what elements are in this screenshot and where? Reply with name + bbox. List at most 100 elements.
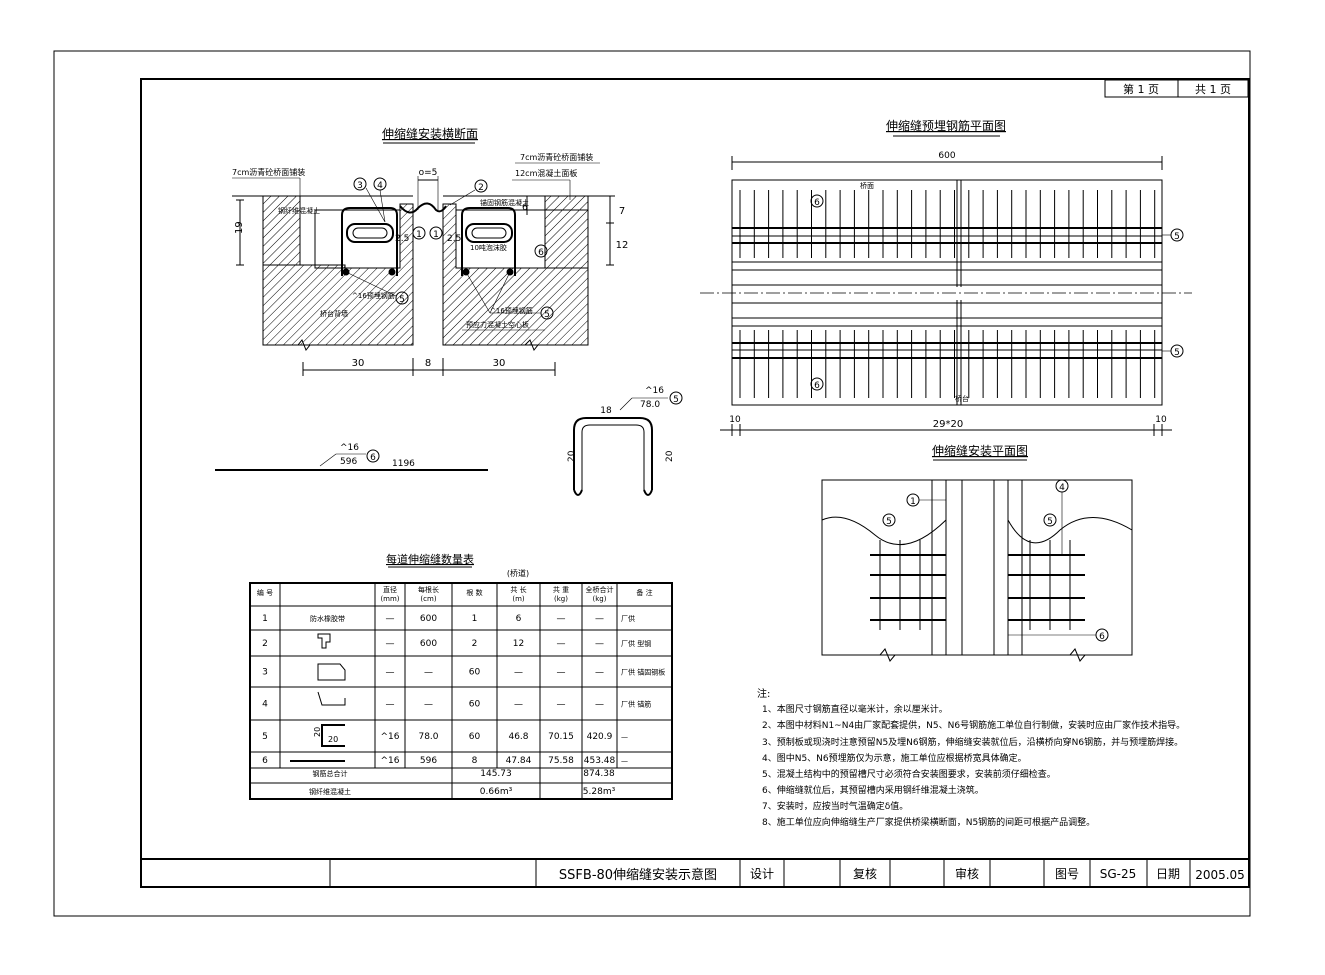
plan-dim-mid: 29*20 bbox=[933, 419, 963, 430]
label-2.5-right: 2.5 bbox=[447, 234, 461, 244]
install-marker-1: 1 bbox=[910, 497, 916, 507]
rebar-u-right: 20 bbox=[665, 450, 675, 462]
row5-dim-v: 20 bbox=[313, 727, 322, 737]
note-7: 7、安装时，应按当时气温确定δ值。 bbox=[762, 800, 908, 812]
table-cell: 3 bbox=[262, 668, 268, 678]
dim-30-left: 30 bbox=[352, 358, 365, 369]
svg-text:3: 3 bbox=[357, 181, 363, 191]
rubber-seal bbox=[399, 202, 447, 214]
plan-marker-5-bottom: 5 bbox=[1174, 348, 1180, 358]
table-cell: 596 bbox=[420, 756, 437, 766]
table-cell: — bbox=[557, 668, 566, 678]
table-cell: — bbox=[386, 639, 395, 649]
table-cell: 60 bbox=[469, 700, 481, 710]
section-view: 伸缩缝安装横断面 19 bbox=[232, 126, 628, 376]
note-8: 8、施工单位应向伸缩缝生产厂家提供桥梁横断面，N5钢筋的间距可根据产品调整。 bbox=[762, 816, 1095, 828]
label-anchor: 锚固钢筋混凝土 bbox=[480, 198, 529, 207]
svg-text:1: 1 bbox=[433, 230, 439, 240]
marker-1-left: 1 bbox=[412, 226, 426, 240]
table-header: (kg) bbox=[593, 595, 607, 603]
table-cell: 1 bbox=[472, 614, 478, 624]
date-label: 日期 bbox=[1156, 867, 1180, 881]
rebar-u-left: 20 bbox=[567, 450, 577, 462]
table-sum-total: 874.38 bbox=[583, 769, 615, 779]
marker-6: 6 bbox=[534, 244, 548, 258]
table-cell: 厂供 型钢 bbox=[621, 639, 651, 648]
table-cell: — bbox=[386, 668, 395, 678]
row5-dim-h: 20 bbox=[328, 735, 338, 744]
row2-icon bbox=[317, 633, 331, 649]
table-cell: 60 bbox=[469, 732, 481, 742]
table-cell: 2 bbox=[472, 639, 478, 649]
dim-12: 12 bbox=[616, 240, 629, 251]
svg-text:4: 4 bbox=[377, 181, 383, 191]
table-header: 直径 bbox=[383, 585, 397, 594]
plan-rebar-ticks-top bbox=[739, 190, 1156, 258]
drawing-title: SSFB-80伸缩缝安装示意图 bbox=[559, 867, 717, 883]
page-current: 第 1 页 bbox=[1123, 82, 1159, 96]
page-total: 共 1 页 bbox=[1195, 83, 1231, 96]
date-value: 2005.05 bbox=[1195, 868, 1245, 882]
quantity-table: 每道伸缩缝数量表 (桥道) 编 号直径(mm)每根长(cm)根 数共 长(m)共… bbox=[249, 552, 673, 800]
table-header: 根 数 bbox=[466, 588, 482, 597]
table-cell: — bbox=[621, 757, 628, 765]
label-abut: 桥台背墙 bbox=[320, 309, 348, 318]
table-header: 全桥合计 bbox=[586, 585, 614, 594]
design-label: 设计 bbox=[750, 867, 774, 881]
table-cell: ^16 bbox=[381, 756, 400, 766]
dim-19: 19 bbox=[234, 221, 245, 234]
table-title: 每道伸缩缝数量表 bbox=[386, 552, 474, 566]
row5-icon: 20 20 bbox=[313, 724, 345, 747]
table-sum-len: 0.66m³ bbox=[480, 787, 513, 797]
plan-install-title: 伸缩缝安装平面图 bbox=[932, 443, 1028, 458]
table-cell: — bbox=[557, 614, 566, 624]
table-cell: 厂供 bbox=[621, 614, 635, 623]
table-cell: 12 bbox=[513, 639, 524, 649]
table-cell: — bbox=[514, 668, 523, 678]
table-cell: 420.9 bbox=[587, 732, 613, 742]
label-fiber-conc: 钢纤维混凝土 bbox=[278, 206, 320, 215]
review-label: 审核 bbox=[955, 866, 979, 881]
table-cell: 6 bbox=[516, 614, 522, 624]
table-cell: — bbox=[514, 700, 523, 710]
table-header: 共 重 bbox=[553, 585, 569, 594]
table-cell: 厂供 锚固钢板 bbox=[621, 668, 665, 677]
label-right-pave: 7cm沥青砼桥面铺装 bbox=[520, 152, 593, 162]
rebar-s-size: ^16 bbox=[340, 443, 359, 453]
gap-label: o=5 bbox=[419, 168, 438, 178]
marker-5-left: 5 bbox=[395, 291, 409, 305]
rebar-s-marker: 6 bbox=[370, 453, 376, 463]
label-right-deck: 12cm混凝土面板 bbox=[515, 168, 577, 178]
plan-marker-6-bottom: 6 bbox=[814, 381, 820, 391]
table-header: (cm) bbox=[420, 595, 436, 603]
table-sum-label: 钢纤维混凝土 bbox=[309, 787, 351, 796]
install-marker-4: 4 bbox=[1059, 483, 1065, 493]
table-sum-total: 5.28m³ bbox=[583, 787, 616, 797]
table-header: 编 号 bbox=[257, 588, 273, 597]
rebar-u-marker: 5 bbox=[673, 395, 679, 405]
table-cell: 8 bbox=[472, 756, 478, 766]
table-cell: 6 bbox=[262, 756, 268, 766]
plan-dim-left: 10 bbox=[729, 415, 741, 425]
rebar-u-top: 18 bbox=[600, 406, 612, 416]
rebar-straight: ^16 596 6 1196 bbox=[215, 443, 488, 471]
install-marker-6: 6 bbox=[1099, 632, 1105, 642]
plan-rebar-title: 伸缩缝预埋钢筋平面图 bbox=[886, 118, 1006, 133]
section-title: 伸缩缝安装横断面 bbox=[382, 126, 478, 141]
table-cell: 75.58 bbox=[548, 756, 574, 766]
table-cell: 厂供 锚筋 bbox=[621, 700, 651, 709]
note-4: 4、图中N5、N6预埋筋仅为示意，施工单位应根据桥宽具体确定。 bbox=[762, 752, 1027, 764]
table-cell: — bbox=[595, 639, 604, 649]
table-cell: 4 bbox=[262, 700, 268, 710]
table-header: (mm) bbox=[380, 595, 399, 603]
table-cell: 78.0 bbox=[418, 732, 438, 742]
table-cell: 2 bbox=[262, 639, 268, 649]
table-sum-label: 钢筋总合计 bbox=[313, 769, 348, 778]
table-cell: — bbox=[557, 700, 566, 710]
table-sum-len: 145.73 bbox=[480, 769, 512, 779]
table-cell: — bbox=[595, 614, 604, 624]
row4-icon bbox=[317, 691, 346, 706]
rebar-u-size: ^16 bbox=[645, 386, 664, 396]
marker-4: 4 bbox=[373, 177, 387, 191]
table-header: 共 长 bbox=[510, 585, 526, 594]
